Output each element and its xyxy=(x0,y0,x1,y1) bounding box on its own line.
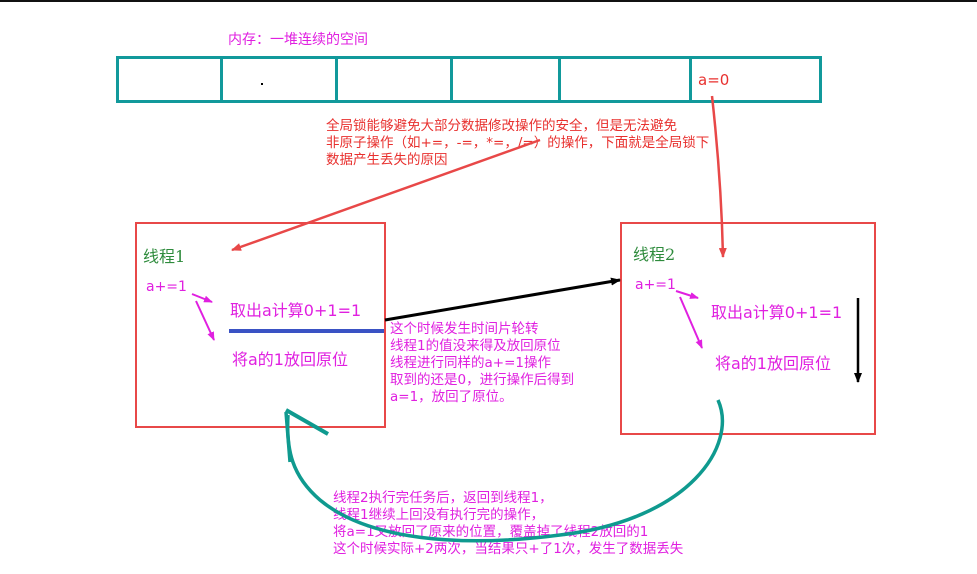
memory-cell-a: a=0 xyxy=(692,59,819,100)
note-line: 取到的还是0，进行操作后得到 xyxy=(390,372,575,388)
memory-cell xyxy=(119,59,223,100)
thread2-title: 线程2 xyxy=(633,245,676,264)
thread2-arrow-store xyxy=(679,296,703,349)
top-rule xyxy=(0,0,977,2)
thread1-op: a+=1 xyxy=(146,279,187,295)
memory-cell-value: a=0 xyxy=(698,71,730,89)
note-line: 这个时候实际+2两次，当结果只+了1次，发生了数据丢失 xyxy=(333,541,684,557)
note-time-slice: 这个时候发生时间片轮转 线程1的值没来得及放回原位 线程进行同样的a+=1操作 … xyxy=(390,321,574,406)
arrow-memory-to-thread2 xyxy=(710,95,727,258)
thread1-arrow-store xyxy=(195,300,215,341)
memory-cell xyxy=(338,59,453,100)
dot-mark xyxy=(261,83,263,85)
thread2-step-fetch: 取出a计算0+1=1 xyxy=(711,303,843,322)
thread1-step-fetch: 取出a计算0+1=1 xyxy=(230,301,362,320)
memory-cell xyxy=(223,59,338,100)
memory-cell xyxy=(453,59,561,100)
thread1-step-store: 将a的1放回原位 xyxy=(232,350,348,369)
return-curve-tail xyxy=(284,411,292,463)
note-line: 线程2执行完任务后，返回到线程1， xyxy=(333,490,553,506)
return-curve-arrowhead xyxy=(285,408,329,436)
note-line: a=1，放回了原位。 xyxy=(390,389,513,405)
memory-block: a=0 xyxy=(116,56,822,103)
thread1-arrow-fetch xyxy=(191,293,213,303)
thread2-arrow-fetch xyxy=(675,290,699,299)
note-line: 数据产生丢失的原因 xyxy=(326,152,448,168)
thread2-step-store: 将a的1放回原位 xyxy=(715,354,831,373)
note-line: 全局锁能够避免大部分数据修改操作的安全，但是无法避免 xyxy=(326,118,677,134)
note-global-lock: 全局锁能够避免大部分数据修改操作的安全，但是无法避免 非原子操作（如+=，-=，… xyxy=(326,118,709,169)
memory-cell xyxy=(561,59,692,100)
thread1-box xyxy=(135,222,386,428)
arrow-switch-to-thread2 xyxy=(384,277,621,322)
arrow-note-to-thread1 xyxy=(231,138,541,252)
thread2-op: a+=1 xyxy=(635,277,676,293)
note-line: 线程1的值没来得及放回原位 xyxy=(390,338,561,354)
note-line: 非原子操作（如+=，-=，*=，/=）的操作，下面就是全局锁下 xyxy=(326,135,710,151)
note-line: 这个时候发生时间片轮转 xyxy=(390,321,539,337)
thread1-title: 线程1 xyxy=(143,247,186,266)
memory-title: 内存：一堆连续的空间 xyxy=(228,32,368,48)
note-line: 线程进行同样的a+=1操作 xyxy=(390,355,551,371)
return-curve-to-thread1 xyxy=(285,399,724,543)
note-line: 线程1继续上回没有执行完的操作， xyxy=(333,507,545,523)
thread2-box xyxy=(620,222,876,435)
